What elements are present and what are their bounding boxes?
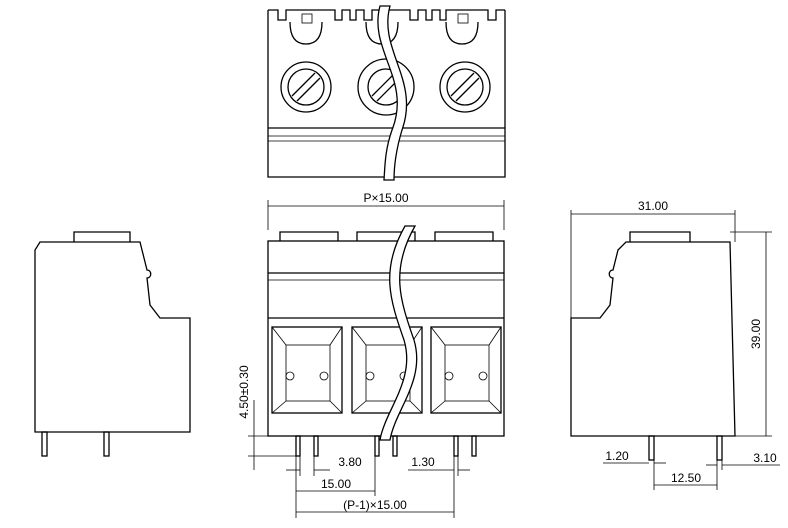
dim-side-pin-offset: 3.10 — [753, 451, 777, 465]
dim-side-pin-width: 1.20 — [605, 449, 629, 463]
dimension-labels: P×15.00 31.00 39.00 4.50±0.30 3.80 1.30 … — [237, 191, 777, 512]
right-side-view — [570, 231, 736, 461]
wire-entry — [430, 326, 502, 414]
screw-head-icon — [439, 61, 491, 113]
dim-pin-spacing: 3.80 — [338, 455, 362, 469]
break-line — [379, 225, 418, 441]
screw-head-icon — [280, 61, 332, 113]
wire-entry — [271, 326, 343, 414]
dim-height: 39.00 — [749, 319, 763, 349]
dim-pitch-total: P×15.00 — [363, 191, 408, 205]
front-view — [267, 225, 505, 457]
left-side-view — [34, 231, 191, 457]
dim-pitch: 15.00 — [321, 477, 351, 491]
break-line — [377, 5, 408, 181]
dim-pin-height: 4.50±0.30 — [237, 365, 251, 419]
dim-side-pin-spacing: 12.50 — [671, 471, 701, 485]
dimension-lines — [248, 200, 780, 518]
dim-pitch-span: (P-1)×15.00 — [343, 498, 407, 512]
dim-pin-width: 1.30 — [411, 455, 435, 469]
top-view — [267, 5, 506, 181]
pins — [295, 435, 477, 457]
dim-depth: 31.00 — [638, 199, 668, 213]
